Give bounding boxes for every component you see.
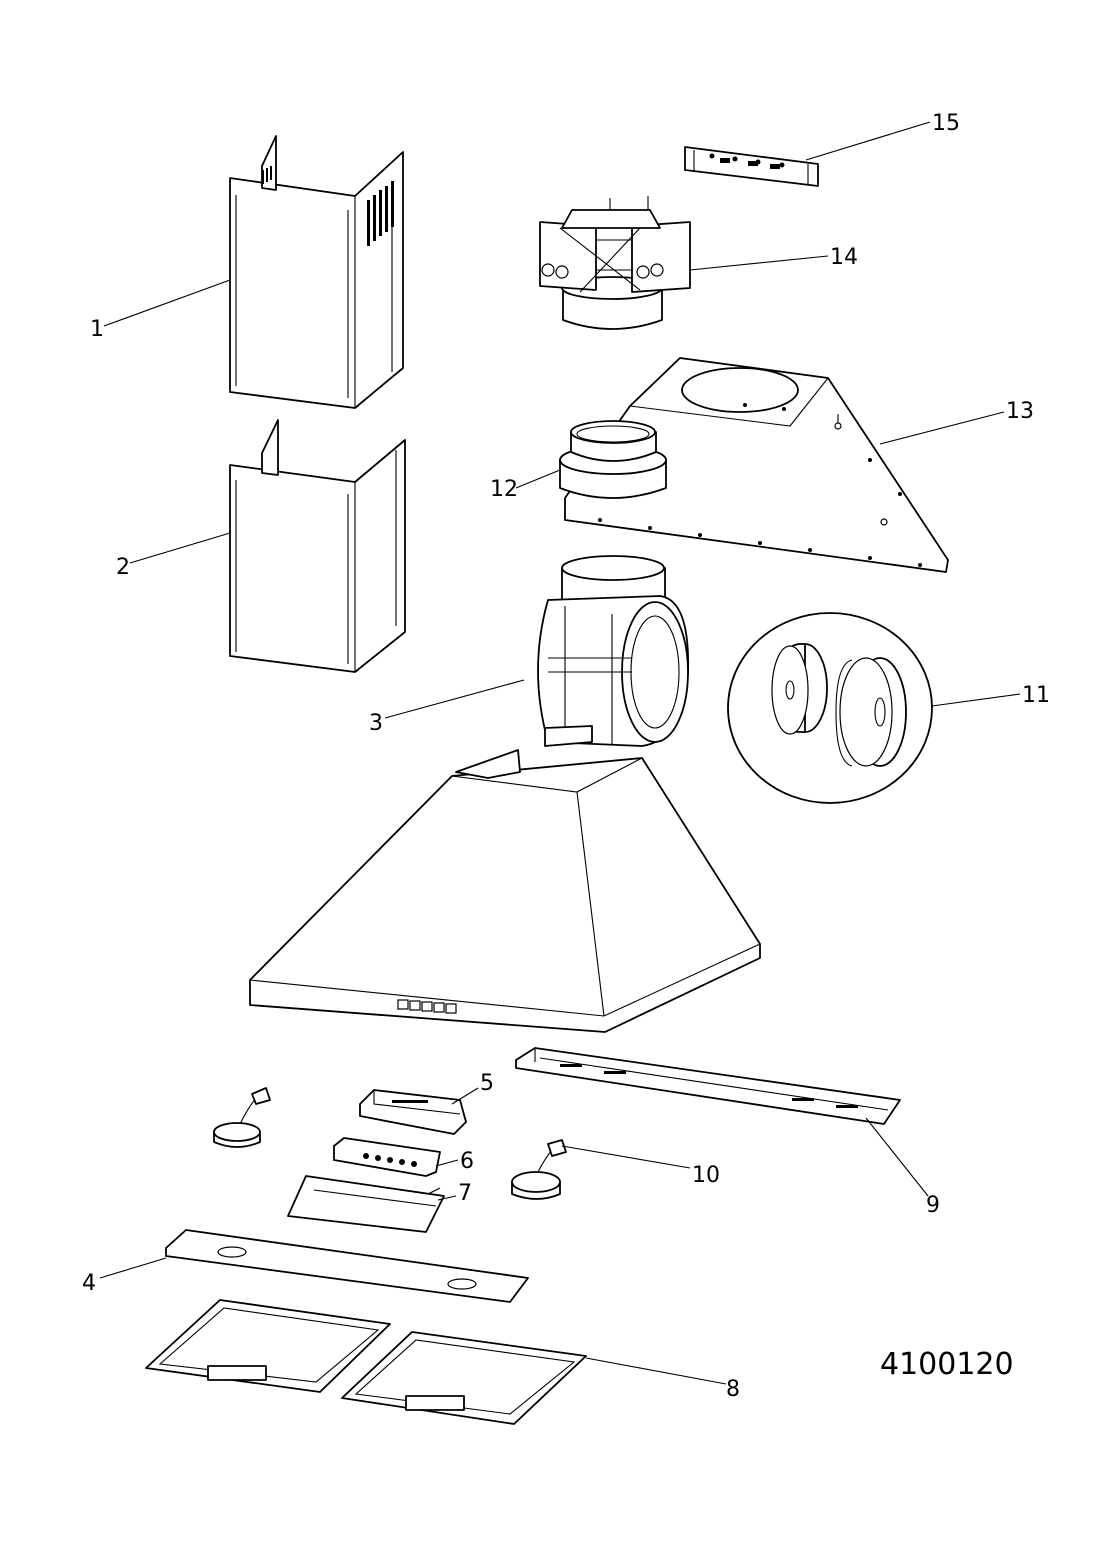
part-6-control-board xyxy=(333,1137,441,1177)
part-12-duct-collar xyxy=(559,420,667,499)
callout-10: 10 xyxy=(692,1163,720,1188)
lamp-left xyxy=(213,1087,271,1148)
callout-labels: 1 2 3 4 5 6 7 8 9 10 11 12 13 14 15 xyxy=(82,111,1050,1402)
part-7-bracket xyxy=(287,1175,445,1233)
callout-14: 14 xyxy=(830,245,858,270)
part-2-lower-chimney xyxy=(229,419,406,673)
drawing-number: 4100120 xyxy=(880,1347,1014,1382)
callout-8: 8 xyxy=(726,1377,740,1402)
part-9-rail xyxy=(515,1047,901,1125)
callout-11: 11 xyxy=(1022,683,1050,708)
leader-lines xyxy=(99,121,1021,1385)
hood-canopy xyxy=(249,749,761,1033)
part-1-upper-chimney xyxy=(229,135,404,409)
part-3-blower xyxy=(537,555,689,747)
callout-15: 15 xyxy=(932,111,960,136)
control-buttons xyxy=(397,999,457,1014)
callout-5: 5 xyxy=(480,1071,494,1096)
callout-4: 4 xyxy=(82,1271,96,1296)
part-10-lamp xyxy=(511,1139,567,1200)
callout-12: 12 xyxy=(490,477,518,502)
part-14-motor-assembly xyxy=(539,196,691,330)
callout-3: 3 xyxy=(369,711,383,736)
part-11-charcoal-filters xyxy=(727,612,933,804)
callout-13: 13 xyxy=(1006,399,1034,424)
callout-9: 9 xyxy=(926,1193,940,1218)
callout-2: 2 xyxy=(116,555,130,580)
part-5-transformer xyxy=(359,1089,467,1135)
part-4-front-panel xyxy=(165,1229,529,1303)
callout-7: 7 xyxy=(458,1181,472,1206)
callout-1: 1 xyxy=(90,317,104,342)
part-13-inner-frame xyxy=(564,357,949,573)
part-8-grease-filters xyxy=(145,1299,587,1425)
part-15-bracket xyxy=(684,146,819,187)
callout-6: 6 xyxy=(460,1149,474,1174)
